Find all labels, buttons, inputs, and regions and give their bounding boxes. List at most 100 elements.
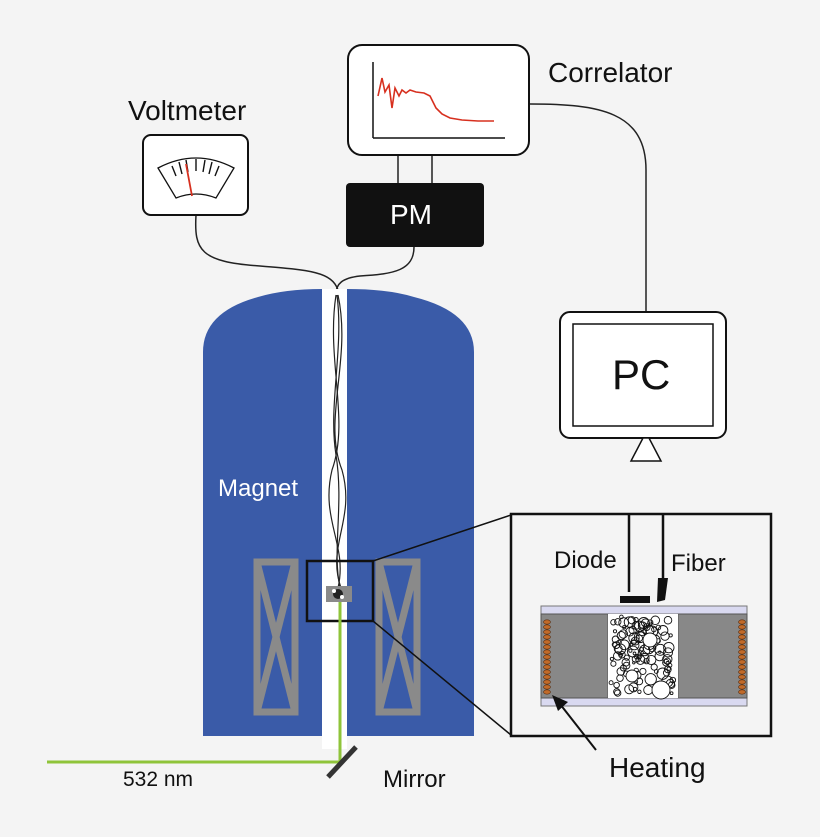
heater-turn [738,644,746,650]
heater-turn [738,669,746,675]
magnet-label: Magnet [218,475,299,502]
foam-bubble [622,625,627,630]
heater-turn [738,684,746,690]
heater-turn [543,634,551,640]
foam-bubble [628,632,640,644]
heating-arrowhead [552,695,568,711]
pm-cable [335,246,415,295]
foam-bubble [656,667,669,680]
foam-bubble [627,616,636,625]
heater-turn [738,679,746,685]
magnet-coil-right [375,558,421,716]
heater-turn [738,649,746,655]
foam-bubble [640,618,650,628]
heater-turn [543,639,551,645]
foam-bubble [669,691,674,696]
heating-arrow [559,703,597,751]
heater-turn [543,689,551,695]
pc-monitor-icon [559,311,727,462]
foam-bubble [642,632,658,648]
foam-bubble [654,643,667,656]
foam-bubble [654,651,665,662]
foam-bubble [635,677,644,686]
foam-bubble [663,657,671,665]
foam-bubble [640,651,644,655]
foam-bubble [651,680,671,700]
heater-turn [543,629,551,635]
voltmeter-cable [194,214,339,295]
foam-bubble [644,673,657,686]
heater-coil-left [543,619,551,695]
foam-bubble [643,657,650,665]
foam-bubble [662,647,674,658]
foam-bubble [639,653,650,663]
foam-bubble [614,689,622,697]
mirror-label: Mirror [383,766,446,793]
heater-turn [543,659,551,665]
heater-turn [543,654,551,660]
foam-bubble [637,689,642,694]
voltmeter-dial-icon [157,157,235,199]
heater-turn [543,619,551,625]
heater-turn [738,634,746,640]
magnet [203,289,474,749]
foam-bubble [621,658,631,667]
voltmeter-label: Voltmeter [128,95,247,126]
foam-bubble [662,658,670,667]
correlator [347,44,530,156]
foam-bubble [613,681,620,689]
cables [194,103,647,312]
foam-bubble [609,656,614,661]
foam-bubble [631,655,640,663]
pm-box [346,183,484,247]
voltmeter [142,134,249,216]
heater-turn [738,639,746,645]
foam-bubble [614,643,627,655]
foam-bubble [619,614,624,620]
heater-turn [543,674,551,680]
foam-bubble [632,686,638,692]
sample-holder [326,586,352,602]
foam-bubble [663,615,673,625]
cell-detail [540,514,748,751]
foam-bubble [663,641,675,654]
correlator-body [347,44,530,156]
magnet-coil-left [253,558,299,716]
heater-turn [543,649,551,655]
foam-bubble [630,636,640,646]
foam-bubble [632,651,637,656]
heater-turn [543,684,551,690]
cell-right-block [677,613,748,699]
foam-bubble [610,660,617,667]
magnet-right-half [347,289,474,736]
heater-turn [543,644,551,650]
diode-label: Diode [554,547,617,574]
correlator-label: Correlator [548,57,673,88]
foam-bubble [608,680,614,686]
heater-coil-right [738,619,746,695]
foam-bubble [646,654,657,666]
pc-monitor-screen [572,323,714,427]
heater-turn [738,619,746,625]
magnet-bore [322,289,347,749]
heater-turn [543,664,551,670]
foam-bubble [628,648,633,653]
foam-bubble [612,629,618,634]
foam-bubble [623,654,630,661]
foam-bubble [618,650,626,659]
fiber-connector [657,578,668,602]
foam-bubble [653,669,659,674]
foam-bubble [637,621,648,631]
foam-bubble [614,618,622,626]
heater-turn [738,689,746,695]
foam-bubble [660,631,670,641]
fiber-label: Fiber [671,550,726,577]
correlator-pc-cable [529,103,647,312]
foam-bubble [667,662,673,668]
foam-bubble [610,619,617,626]
pm-label: PM [390,199,432,230]
foam-bubble [628,682,639,693]
foam-bubble [625,669,639,683]
